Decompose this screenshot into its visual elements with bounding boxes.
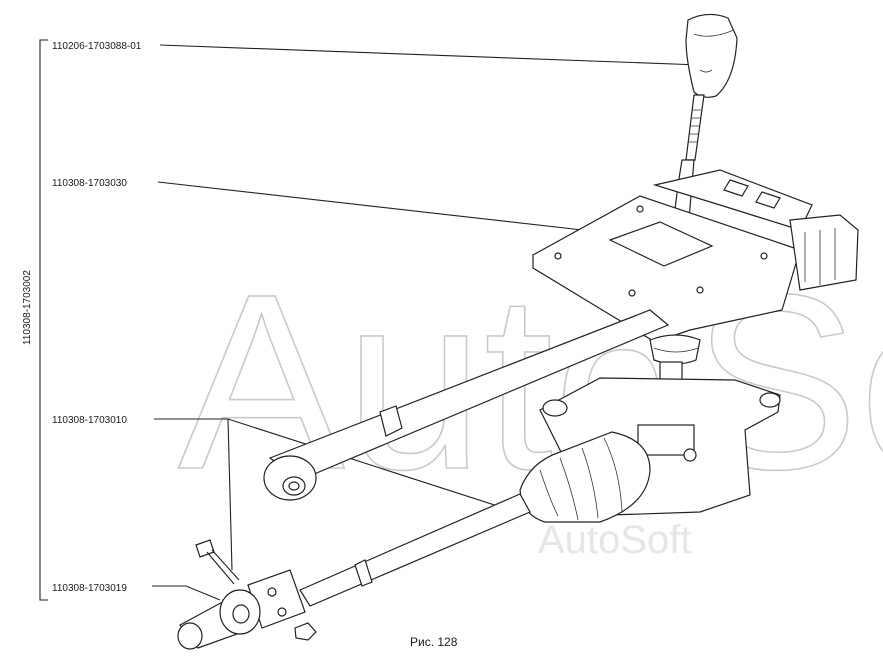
watermark-small: AutoSoft bbox=[538, 518, 691, 562]
shift-rod bbox=[299, 493, 531, 607]
figure-caption: Рис. 128 bbox=[410, 635, 458, 649]
rubber-gaiter bbox=[519, 431, 651, 523]
joint-label: 110308-1703019 bbox=[52, 583, 127, 594]
knob-label: 110206-1703088-01 bbox=[52, 41, 142, 52]
assembly-bracket bbox=[39, 39, 48, 601]
rod-label: 110308-1703010 bbox=[52, 415, 127, 426]
shifter-housing bbox=[531, 169, 859, 343]
support-arm bbox=[263, 309, 670, 501]
rod-joint bbox=[177, 539, 317, 650]
assembly-label: 110308-1703002 bbox=[22, 270, 33, 345]
leader-lines bbox=[152, 44, 701, 601]
gear-knob bbox=[685, 13, 738, 98]
housing-label: 110308-1703030 bbox=[52, 178, 127, 189]
